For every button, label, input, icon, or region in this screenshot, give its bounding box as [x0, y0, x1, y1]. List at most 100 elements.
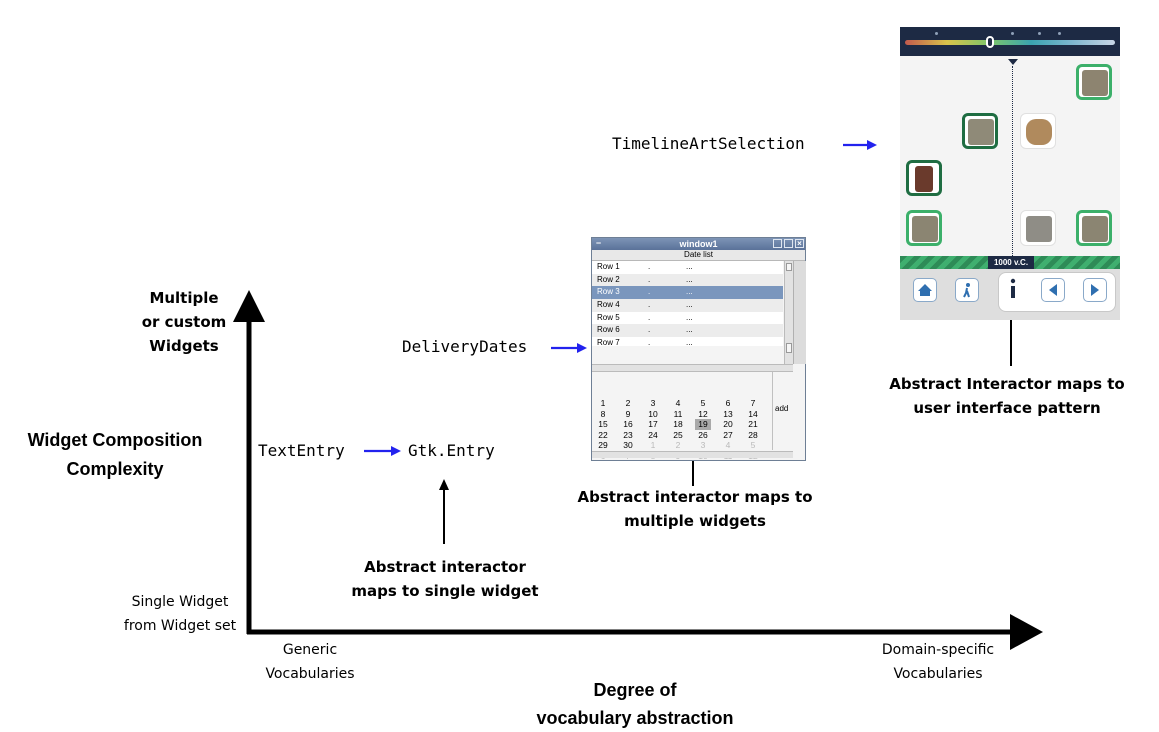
calendar-hscrollbar[interactable]	[592, 451, 793, 458]
date-list: Row 1.... Row 2.... Row 3.... Row 4.... …	[592, 261, 783, 347]
artwork-thumb[interactable]	[906, 160, 942, 196]
person-icon	[963, 283, 970, 298]
calendar-day[interactable]: 1	[600, 398, 606, 408]
artwork-thumb[interactable]	[1076, 210, 1112, 246]
list-row[interactable]: Row 4....	[592, 299, 783, 312]
calendar-day[interactable]: 5	[750, 440, 756, 450]
calendar-day[interactable]: 9	[625, 408, 631, 419]
minimize-icon[interactable]	[773, 239, 782, 248]
calendar-day[interactable]: 30	[623, 440, 633, 450]
list-row[interactable]: Row 6....	[592, 324, 783, 338]
y-axis-arrowhead	[233, 290, 265, 322]
x-axis-right-label: Domain-specific Vocabularies	[881, 642, 995, 682]
art-area	[900, 56, 1120, 256]
list-row-selected[interactable]: Row 3....	[592, 286, 783, 300]
calendar-day[interactable]: 24	[648, 429, 658, 440]
list-scrollbar[interactable]	[784, 261, 793, 364]
caption-single-widget: Abstract interactor maps to single widge…	[351, 558, 539, 600]
calendar-day[interactable]: 7	[750, 398, 756, 408]
x-axis-title: Degree of vocabulary abstraction	[536, 680, 734, 728]
calendar-day[interactable]: 1	[650, 440, 656, 450]
time-marker-line	[1012, 66, 1013, 256]
window-menu-icon[interactable]: −	[595, 238, 602, 248]
calendar-day[interactable]: 26	[698, 429, 708, 440]
list-header[interactable]: Date list	[592, 250, 805, 261]
calendar-day[interactable]: 15	[598, 419, 608, 429]
calendar-day[interactable]: 27	[723, 429, 733, 440]
calendar-day[interactable]: 29	[598, 440, 608, 450]
calendar-day[interactable]: 14	[748, 408, 758, 419]
gtk-window: − window1 × Date list Row 1.... Row 2...…	[591, 237, 806, 461]
calendar-day[interactable]: 22	[598, 429, 608, 440]
info-icon[interactable]	[1006, 276, 1020, 302]
calendar-day[interactable]: 2	[625, 398, 631, 408]
timelineart-label: TimelineArtSelection	[612, 134, 805, 153]
home-button[interactable]	[913, 278, 937, 302]
calendar-day[interactable]: 10	[648, 408, 658, 419]
calendar-day[interactable]: 3	[650, 398, 656, 408]
x-axis-left-label: Generic Vocabularies	[265, 642, 355, 682]
timeline-handle[interactable]	[986, 36, 994, 48]
window-titlebar: − window1 ×	[592, 238, 805, 250]
prev-button[interactable]	[1041, 278, 1065, 302]
bottom-nav	[900, 269, 1120, 320]
arrow-left-icon	[1049, 284, 1057, 296]
calendar-day[interactable]: 3	[700, 440, 706, 450]
calendar-day[interactable]: 11	[673, 408, 683, 419]
calendar-day[interactable]: 23	[623, 429, 633, 440]
calendar-week: 1 2 3 4 5 6 7	[594, 398, 772, 409]
date-strip: 1000 v.C.	[900, 256, 1120, 269]
calendar-week: 8 9 10 11 12 13 14	[594, 409, 772, 420]
artwork-thumb[interactable]	[1020, 113, 1056, 149]
close-icon[interactable]: ×	[795, 239, 804, 248]
calendar-week: 22 23 24 25 26 27 28	[594, 430, 772, 441]
y-axis-top-label: Multiple or custom Widgets	[141, 289, 227, 355]
calendar-day[interactable]: 16	[623, 419, 633, 429]
calendar-day[interactable]: 5	[700, 398, 706, 408]
calendar-day[interactable]: 6	[725, 398, 731, 408]
arrow-right-icon	[1091, 284, 1099, 296]
calendar-week: 29 30 1 2 3 4 5	[594, 440, 772, 451]
calendar-day[interactable]: 4	[675, 398, 681, 408]
calendar-day[interactable]: 17	[648, 419, 658, 429]
artwork-thumb[interactable]	[1020, 210, 1056, 246]
calendar-day[interactable]: 8	[600, 408, 606, 419]
x-axis-arrowhead	[1010, 614, 1043, 650]
list-row[interactable]: Row 1....	[592, 261, 783, 274]
y-axis-title: Widget Composition Complexity	[27, 430, 203, 479]
person-button[interactable]	[955, 278, 979, 302]
window-title: window1	[679, 239, 718, 249]
home-icon	[918, 284, 932, 296]
calendar-day[interactable]: 28	[748, 429, 758, 440]
artwork-thumb[interactable]	[962, 113, 998, 149]
calendar-day-selected[interactable]: 19	[695, 419, 711, 430]
calendar-day[interactable]: 13	[723, 408, 733, 419]
list-hscrollbar[interactable]	[592, 364, 793, 372]
caption-multiple-widgets: Abstract interactor maps to multiple wid…	[577, 488, 813, 530]
calendar-day[interactable]: 20	[723, 419, 733, 429]
artwork-thumb[interactable]	[906, 210, 942, 246]
next-button[interactable]	[1083, 278, 1107, 302]
calendar-week: 15 16 17 18 19 20 21	[594, 419, 772, 430]
calendar-day[interactable]: 2	[675, 440, 681, 450]
timeline-app: 1000 v.C.	[900, 27, 1120, 320]
gtk-entry-label: Gtk.Entry	[408, 441, 495, 460]
maximize-icon[interactable]	[784, 239, 793, 248]
add-button[interactable]: add	[775, 404, 789, 413]
list-row[interactable]: Row 7....	[592, 337, 783, 347]
date-label: 1000 v.C.	[988, 256, 1034, 269]
calendar-day[interactable]: 18	[673, 419, 683, 429]
time-marker-icon	[1008, 59, 1018, 65]
list-row[interactable]: Row 5....	[592, 311, 783, 325]
deliverydates-label: DeliveryDates	[402, 337, 528, 356]
textentry-label: TextEntry	[258, 441, 345, 460]
list-side-panel	[793, 261, 806, 364]
artwork-thumb[interactable]	[1076, 64, 1112, 100]
timeline-slider[interactable]	[900, 27, 1120, 56]
calendar-day[interactable]: 21	[748, 419, 758, 429]
calendar-day[interactable]: 25	[673, 429, 683, 440]
calendar-day[interactable]: 4	[725, 440, 731, 450]
list-row[interactable]: Row 2....	[592, 273, 783, 287]
caption-ui-pattern: Abstract Interactor maps to user interfa…	[889, 375, 1125, 417]
calendar-day[interactable]: 12	[698, 408, 708, 419]
